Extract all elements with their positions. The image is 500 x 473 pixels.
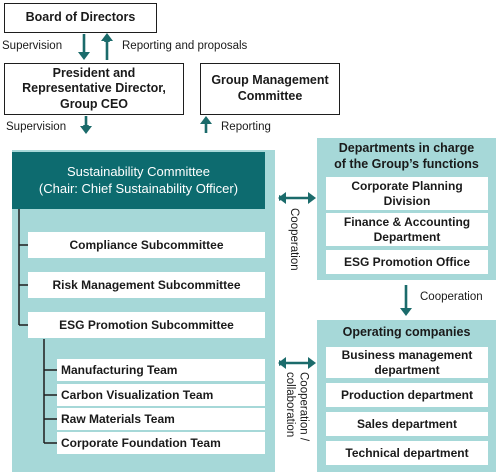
dept-technical: Technical department (326, 441, 488, 465)
compliance-subcommittee: Compliance Subcommittee (28, 232, 265, 258)
dept-production: Production department (326, 383, 488, 407)
risk-management-subcommittee: Risk Management Subcommittee (28, 272, 265, 298)
reporting-proposals-label: Reporting and proposals (122, 40, 248, 52)
cooperation-label-mid: Cooperation (420, 291, 483, 303)
team-corporate-foundation: Corporate Foundation Team (57, 432, 265, 454)
board-of-directors-box: Board of Directors (4, 3, 157, 33)
dept-corporate-planning: Corporate Planning Division (326, 177, 488, 210)
group-functions-title: Departments in charge of the Group’s fun… (334, 141, 479, 171)
cooperation-collaboration-label: Cooperation / collaboration (284, 372, 310, 442)
president-box: President and Representative Director, G… (4, 63, 184, 115)
reporting-label: Reporting (221, 121, 271, 133)
team-manufacturing: Manufacturing Team (57, 359, 265, 381)
team-raw-materials: Raw Materials Team (57, 408, 265, 430)
supervision-label-top: Supervision (2, 40, 63, 52)
dept-business-management: Business management department (326, 347, 488, 378)
operating-companies-title: Operating companies (342, 325, 471, 340)
team-carbon-visualization: Carbon Visualization Team (57, 384, 265, 406)
cooperation-label-right: Cooperation (288, 208, 301, 271)
sustainability-committee-header: Sustainability Committee (Chair: Chief S… (12, 152, 265, 209)
dept-sales: Sales department (326, 412, 488, 436)
supervision-label-mid: Supervision (6, 121, 67, 133)
dept-finance-accounting: Finance & Accounting Department (326, 213, 488, 246)
esg-promotion-subcommittee: ESG Promotion Subcommittee (28, 312, 265, 338)
dept-esg-promotion-office: ESG Promotion Office (326, 250, 488, 274)
group-management-committee-box: Group Management Committee (200, 63, 340, 115)
